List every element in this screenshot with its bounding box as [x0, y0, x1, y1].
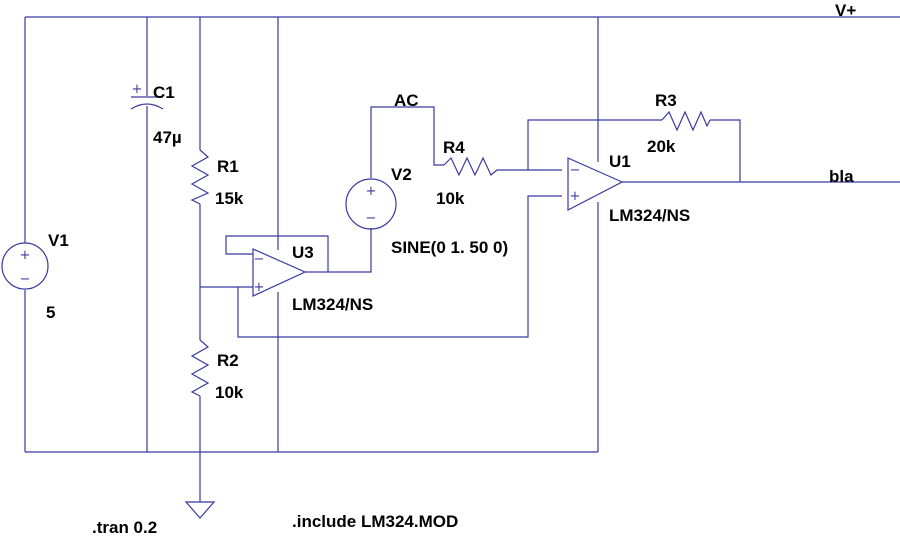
u1-plus-sign: + [570, 189, 581, 204]
voltage-source-v1[interactable]: + − V1 5 [1, 231, 69, 322]
v1-body [1, 242, 49, 290]
wire-u3-feedback [225, 235, 329, 272]
v2-plus-sign: + [366, 184, 377, 199]
c1-polarity-sign: + [132, 82, 143, 97]
ground-icon [184, 501, 216, 519]
v1-plus-sign: + [20, 248, 31, 263]
resistor-r1[interactable]: R1 15k [190, 149, 244, 208]
u3-label: U3 [292, 243, 314, 262]
capacitor-c1[interactable]: + C1 47µ [130, 82, 182, 147]
wire-v2-ac [370, 106, 444, 178]
resistor-r2[interactable]: R2 10k [190, 339, 244, 402]
wire-r3-left [527, 119, 662, 170]
r2-zigzag [190, 339, 210, 397]
resistor-r4[interactable]: R4 10k [436, 138, 498, 208]
wire-u1-plus [237, 195, 562, 338]
r1-value: 15k [215, 189, 244, 208]
opamp-u1[interactable]: − + U1 LM324/NS [567, 152, 690, 225]
wire-u3-out-v2 [305, 228, 372, 273]
r2-label: R2 [217, 351, 239, 370]
u3-plus-sign: + [254, 280, 265, 295]
r3-label: R3 [655, 91, 677, 110]
r2-value: 10k [215, 383, 244, 402]
v1-minus-sign: − [20, 272, 31, 287]
directive-tran[interactable]: .tran 0.2 [92, 518, 157, 537]
u3-body [252, 248, 307, 297]
resistor-r3[interactable]: R3 20k [647, 91, 711, 156]
u1-label: U1 [609, 152, 631, 171]
u3-minus-sign: − [254, 252, 265, 267]
c1-label: C1 [153, 83, 175, 102]
v1-label: V1 [48, 231, 69, 250]
net-label-output: bla [829, 167, 854, 186]
u3-model: LM324/NS [292, 295, 373, 314]
r4-zigzag [443, 156, 498, 177]
net-label-ac: AC [394, 91, 419, 110]
c1-plate-bottom [130, 103, 164, 110]
r3-value: 20k [647, 137, 676, 156]
wires [24, 16, 900, 502]
opamp-u3[interactable]: − + U3 LM324/NS [252, 243, 373, 314]
r1-zigzag [190, 149, 210, 205]
u1-model: LM324/NS [609, 206, 690, 225]
wire-r3-right [710, 119, 741, 182]
voltage-source-v2[interactable]: + − V2 SINE(0 1. 50 0) [345, 165, 508, 257]
r4-label: R4 [443, 138, 465, 157]
v2-minus-sign: − [366, 211, 377, 226]
r1-label: R1 [217, 157, 239, 176]
u1-body [567, 157, 624, 211]
r3-zigzag [661, 110, 711, 132]
v2-value: SINE(0 1. 50 0) [391, 238, 508, 257]
net-label-vplus: V+ [835, 1, 856, 20]
c1-value: 47µ [153, 128, 182, 147]
v1-value: 5 [46, 303, 55, 322]
ground-symbol [184, 501, 216, 519]
r4-value: 10k [436, 189, 465, 208]
v2-label: V2 [391, 165, 412, 184]
v2-body [345, 178, 397, 230]
directive-include[interactable]: .include LM324.MOD [292, 512, 458, 531]
u1-minus-sign: − [570, 163, 581, 178]
